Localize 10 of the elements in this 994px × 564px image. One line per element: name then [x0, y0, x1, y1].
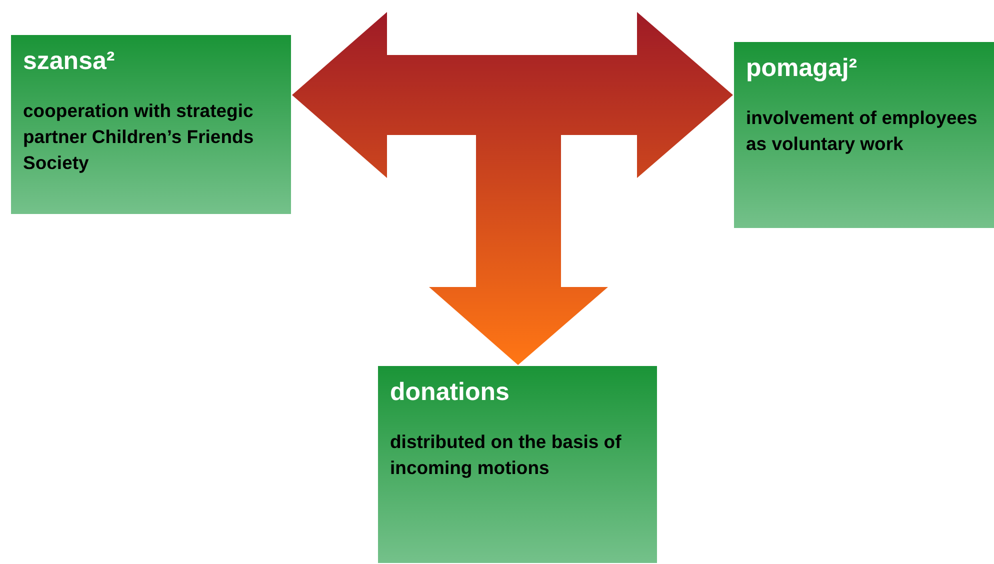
text-card	[11, 35, 291, 214]
card-title: pomagaj²	[746, 54, 858, 83]
three-way-arrow	[292, 12, 733, 365]
card-description: involvement of employees as voluntary work	[746, 106, 978, 156]
text-card	[378, 366, 657, 563]
card-description: cooperation with strategic partner Children’s Friends Society	[23, 99, 255, 175]
card-title: szansa²	[23, 47, 116, 76]
card-description: distributed on the basis of incoming motions	[390, 430, 622, 480]
card-title: donations	[390, 378, 510, 407]
text-card	[734, 42, 994, 228]
